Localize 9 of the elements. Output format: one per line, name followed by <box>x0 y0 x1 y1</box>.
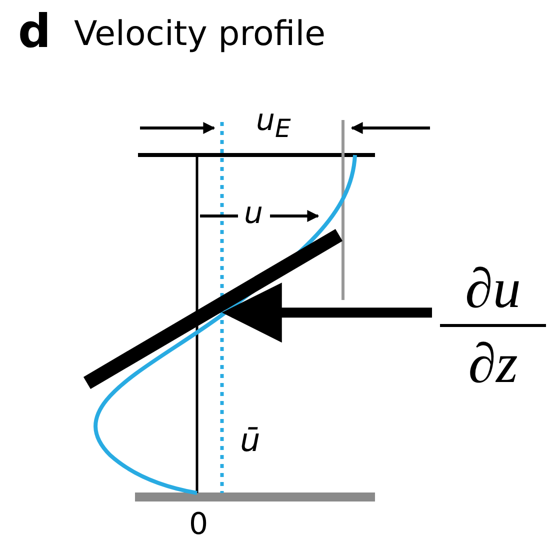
fraction-denominator: ∂z <box>467 333 519 395</box>
fraction-numerator: ∂u <box>464 258 522 320</box>
arrow <box>222 282 432 343</box>
panel-letter: d <box>18 8 51 54</box>
velocity-label: u$_{E}$ <box>256 106 291 141</box>
mean-velocity-label: ū <box>240 424 260 456</box>
axis-zero-label: 0 <box>189 510 208 540</box>
velocity-label: u <box>244 199 264 229</box>
diagram-title: Velocity profile <box>74 17 326 51</box>
